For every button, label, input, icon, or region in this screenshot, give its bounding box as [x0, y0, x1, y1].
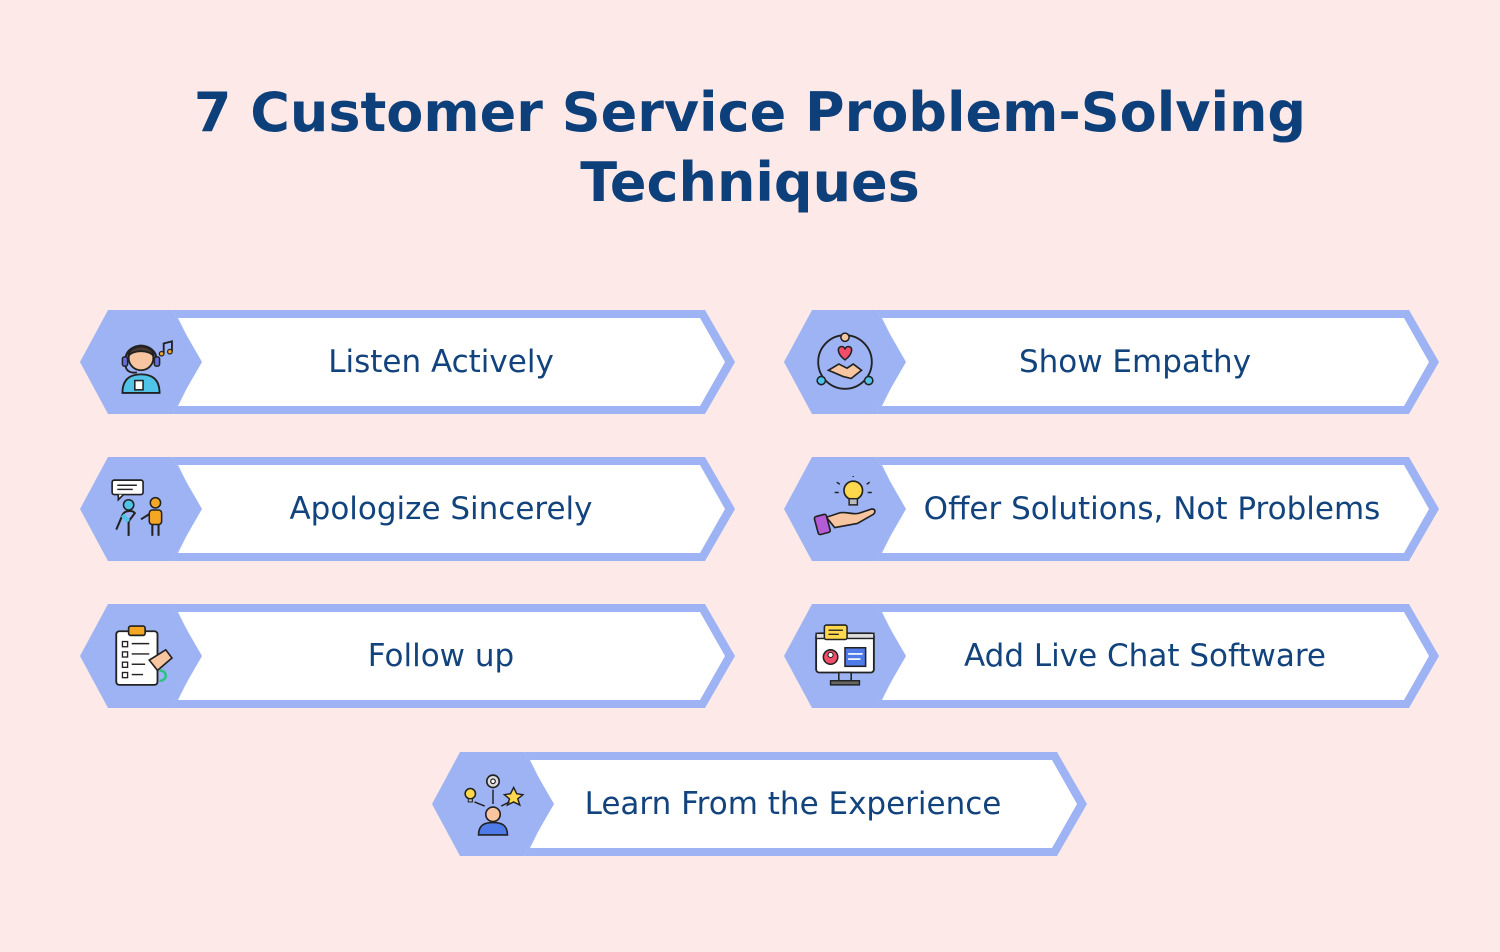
card-shape [784, 604, 1439, 708]
technique-label: Add Live Chat Software [964, 638, 1326, 674]
title-line-2: Techniques [580, 151, 920, 214]
technique-card-learn-from-experience: Learn From the Experience [432, 752, 1088, 856]
title-line-1: 7 Customer Service Problem-Solving [193, 81, 1307, 144]
monitor-chat-icon [815, 624, 875, 686]
card-shape [80, 604, 735, 708]
technique-card-live-chat-software: Add Live Chat Software [784, 604, 1440, 708]
handshake-heart-icon [816, 332, 874, 390]
conversation-people-icon [111, 479, 163, 536]
technique-card-show-empathy: Show Empathy [784, 310, 1440, 414]
card-shape [784, 310, 1439, 414]
headset-agent-icon [121, 340, 173, 394]
person-ideas-icon [464, 774, 525, 836]
technique-card-listen-actively: Listen Actively [80, 310, 736, 414]
technique-label: Offer Solutions, Not Problems [923, 491, 1381, 527]
technique-label: Apologize Sincerely [289, 491, 593, 527]
technique-card-offer-solutions: Offer Solutions, Not Problems [784, 457, 1440, 561]
card-shape [80, 310, 735, 414]
page-title: 7 Customer Service Problem-Solving Techn… [0, 78, 1500, 218]
technique-label: Follow up [367, 638, 515, 674]
card-shape [784, 457, 1439, 561]
technique-label: Learn From the Experience [584, 786, 1002, 822]
card-shape [432, 752, 1087, 856]
card-shape [80, 457, 735, 561]
checklist-clipboard-icon [115, 625, 174, 686]
technique-label: Listen Actively [328, 344, 554, 380]
lightbulb-hand-icon [813, 476, 876, 536]
technique-label: Show Empathy [1018, 344, 1252, 380]
technique-card-apologize-sincerely: Apologize Sincerely [80, 457, 736, 561]
technique-card-follow-up: Follow up [80, 604, 736, 708]
